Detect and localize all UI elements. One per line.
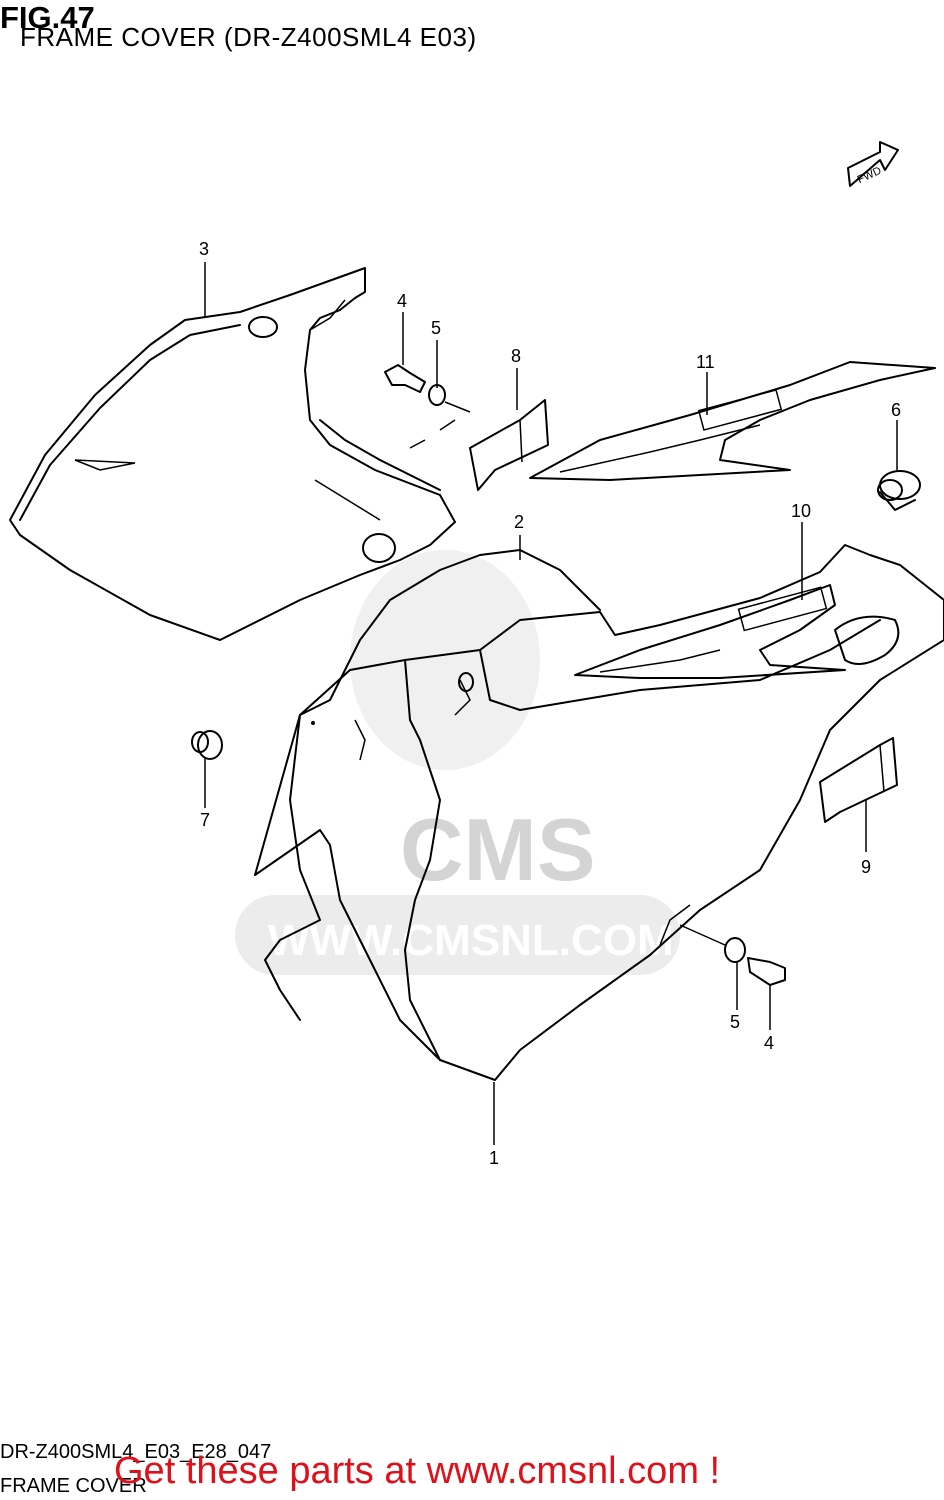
watermark-brand: CMS [400, 800, 596, 899]
diagram-code: DR-Z400SML4_E03_E28_047 [0, 1441, 272, 1463]
callout-2: 2 [514, 512, 524, 532]
part-9-pad [819, 737, 898, 823]
part-4-bolt-lower [679, 924, 786, 986]
promo-link[interactable]: Get these parts at www.cmsnl.com ! [114, 1450, 721, 1492]
callout-5-upper: 5 [431, 318, 441, 338]
part-7-grommet [191, 730, 223, 760]
callout-7: 7 [200, 810, 210, 830]
part-3-left-frame-cover [9, 267, 456, 641]
callout-3: 3 [199, 239, 209, 259]
cms-watermark: CMS WWW.CMSNL.COM [235, 550, 680, 975]
callout-10: 10 [791, 501, 811, 521]
figure-title: FRAME COVER (DR-Z400SML4 E03) [20, 22, 477, 52]
part-11-decal [529, 361, 936, 481]
part-10-decal [574, 584, 846, 679]
part-6-grommet [877, 470, 921, 511]
callout-8: 8 [511, 346, 521, 366]
part-1-main-side-cover [254, 544, 944, 1081]
part-4-bolt-upper [384, 364, 471, 449]
part-8-pad [469, 399, 549, 491]
fwd-label: FWD [856, 165, 884, 186]
fwd-arrow-icon: FWD [847, 141, 899, 187]
callout-labels: 3 4 5 8 11 6 2 10 7 9 5 4 1 [199, 239, 901, 1168]
callout-5-lower: 5 [730, 1012, 740, 1032]
callout-1: 1 [489, 1148, 499, 1168]
callout-4-lower: 4 [764, 1033, 774, 1053]
callout-6: 6 [891, 400, 901, 420]
callout-4-upper: 4 [397, 291, 407, 311]
diagram-name: FRAME COVER [0, 1475, 147, 1497]
leader-lines [204, 262, 898, 1145]
watermark-url: WWW.CMSNL.COM [268, 916, 674, 965]
figure-number: FIG.47 [0, 0, 95, 35]
callout-9: 9 [861, 857, 871, 877]
callout-11: 11 [696, 352, 715, 372]
